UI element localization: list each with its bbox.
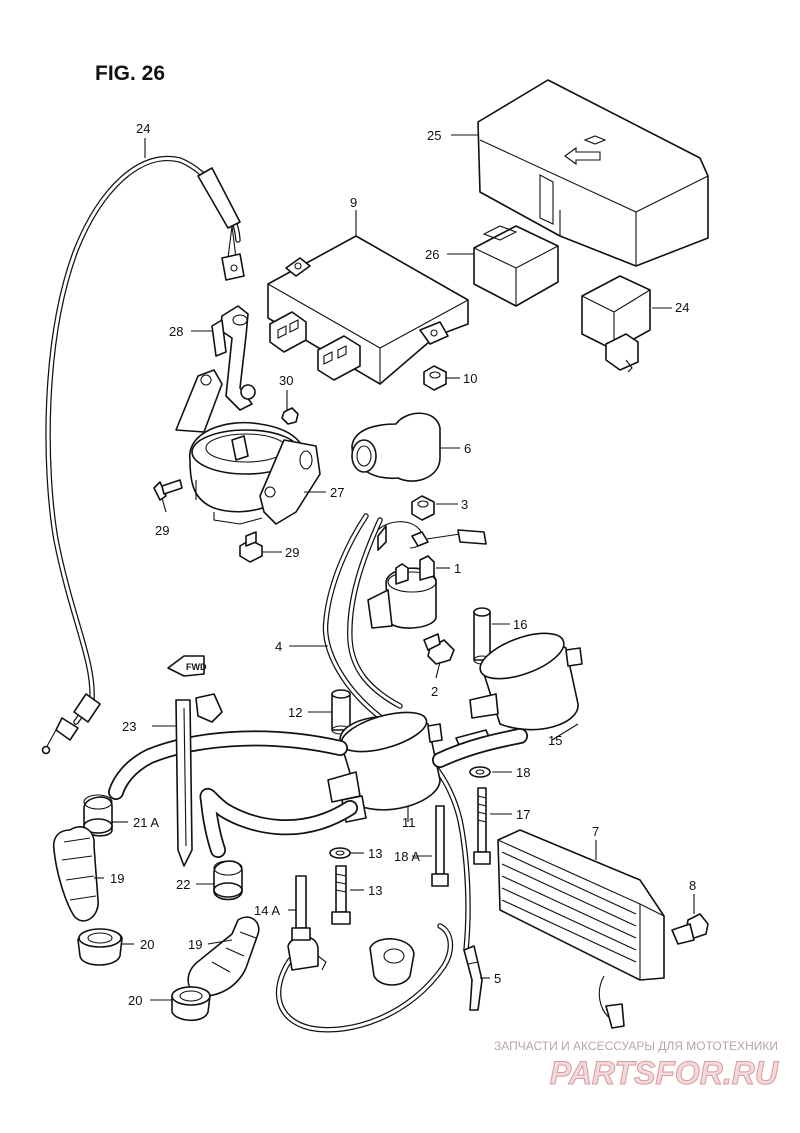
watermark: ЗАПЧАСТИ И АКСЕССУАРЫ ДЛЯ МОТОТЕХНИКИ PA… [494,1039,779,1092]
nut-10[interactable] [423,365,447,391]
bolt-17[interactable] [473,787,491,865]
callout-22: 24 [675,300,689,315]
callout-20-left: 20 [140,937,154,952]
horn[interactable] [175,369,321,525]
callout-13: 13 [368,883,382,898]
relay-24[interactable] [473,225,559,307]
spacer-16[interactable] [473,607,491,665]
callout-27: 29 [285,545,299,560]
relay-22[interactable] [581,275,651,373]
bolt-14a[interactable] [291,875,311,941]
nut-3[interactable] [411,495,435,521]
callout-19-left: 19 [110,871,124,886]
callout-21-lower: 22 [176,877,190,892]
cable-28[interactable] [41,155,245,755]
ignitor-unit[interactable] [267,235,469,385]
callout-23: 25 [427,128,441,143]
callout-28: 24 [136,121,150,136]
callout-16: 16 [513,617,527,632]
callout-5: 5 [494,971,501,986]
callout-26: 28 [169,324,183,339]
callout-7: 7 [592,824,599,839]
clamp-5[interactable] [463,945,483,1011]
regulator-rectifier[interactable] [497,829,665,1029]
callout-6: 6 [464,441,471,456]
callout-18A: 18 A [394,849,420,864]
bracket-26[interactable] [211,305,256,411]
seal-20-right[interactable] [171,986,211,1022]
callout-12: 12 [288,705,302,720]
callout-19-right: 19 [188,937,202,952]
ignition-coil-front[interactable] [327,704,443,823]
bolt-13[interactable] [331,865,351,925]
bolt-2[interactable] [423,633,455,665]
callout-14: 13 [368,846,382,861]
callout-9: 9 [350,195,357,210]
bolt-27[interactable] [239,531,263,563]
callout-24: 26 [425,247,439,262]
plug-cap-19-left[interactable] [52,826,99,922]
callout-25: 27 [330,485,344,500]
seal-21-upper[interactable] [83,794,113,837]
callout-11: 11 [402,815,416,830]
callout-10: 10 [463,371,477,386]
washer-18[interactable] [469,766,491,778]
wiring-lead-lower[interactable] [275,923,454,1033]
spacer-12[interactable] [331,689,351,735]
callout-8: 8 [689,878,696,893]
watermark-caption: ЗАПЧАСТИ И АКСЕССУАРЫ ДЛЯ МОТОТЕХНИКИ [494,1039,778,1053]
seal-21-lower[interactable] [213,860,243,901]
callout-4: 4 [275,639,282,654]
fwd-arrow: FWD [167,655,207,677]
bolt-29[interactable] [153,479,183,501]
figure-title: FIG. 26 [95,62,165,85]
callout-18: 18 [516,765,530,780]
callout-17: 17 [516,807,530,822]
callout-labels: 24 25 9 26 24 28 30 10 6 27 29 29 3 1 4 … [110,121,696,1008]
callout-2: 2 [431,684,438,699]
callout-21A: 23 [122,719,136,734]
watermark-brand: PARTSFOR.RU [550,1055,779,1091]
callout-20-right: 20 [128,993,142,1008]
high-tension-cord[interactable] [108,728,528,858]
callout-30: 30 [279,373,293,388]
callout-14A: 14 A [254,903,280,918]
leader-lines [94,134,695,1001]
fwd-label: FWD [186,662,207,672]
nut-30[interactable] [281,407,299,425]
callout-29: 29 [155,523,169,538]
cable-tie[interactable] [175,693,223,867]
starter-relay[interactable] [367,521,487,629]
callout-15: 15 [548,733,562,748]
seal-20-left[interactable] [77,928,123,966]
bolt-8[interactable] [671,913,709,945]
bolt-18a[interactable] [431,805,449,887]
fuse-box-cover[interactable] [477,79,709,267]
callout-3: 3 [461,497,468,512]
callout-21-upper: 21 A [133,815,159,830]
cap-6[interactable] [351,412,441,482]
washer-14[interactable] [329,847,351,859]
plug-cap-19-right[interactable] [187,916,260,997]
callout-1: 1 [454,561,461,576]
